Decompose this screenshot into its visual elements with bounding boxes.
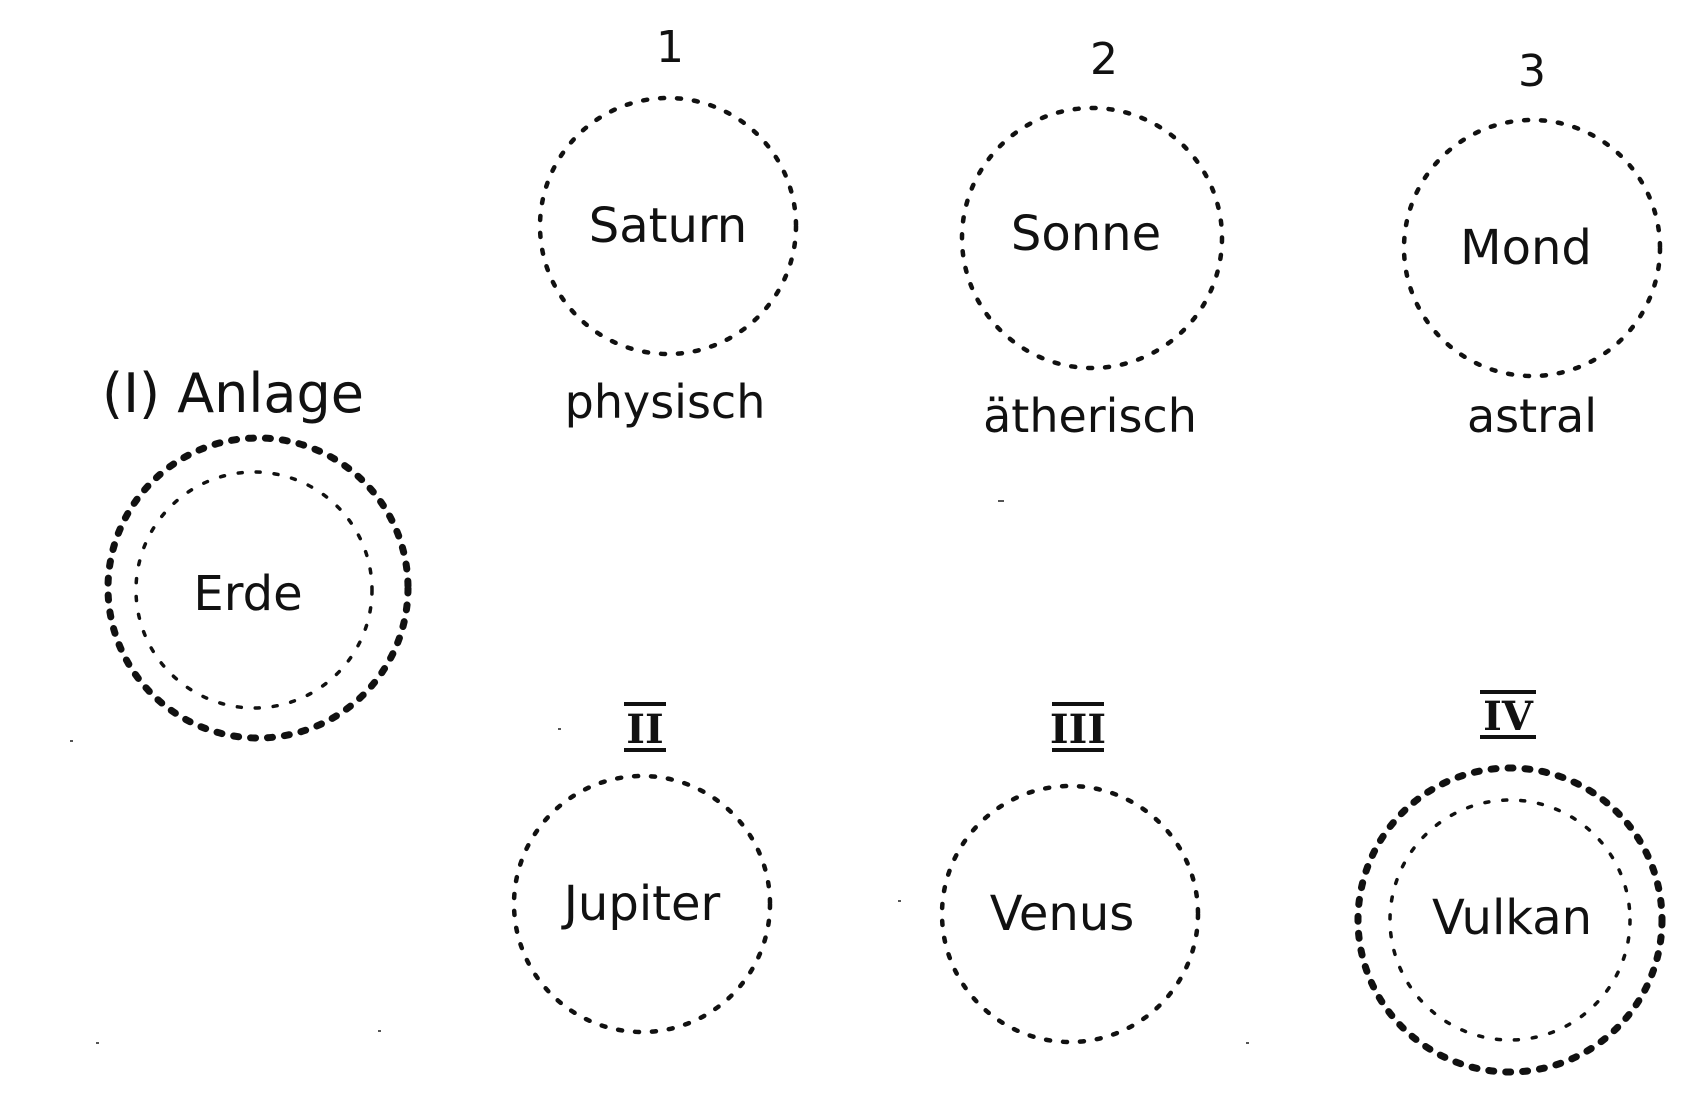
roman-numeral-iv: IV — [1483, 693, 1534, 740]
earth-group: (I) Anlage Erde — [102, 362, 412, 742]
speck — [70, 740, 73, 742]
saturn-quality: physisch — [565, 375, 766, 429]
saturn-ring — [537, 95, 799, 357]
roman-numeral-ii: II — [626, 706, 663, 753]
jupiter-label: Jupiter — [561, 876, 721, 932]
mond-ring — [1401, 117, 1663, 379]
sonne-ring — [959, 105, 1225, 371]
speck — [998, 500, 1004, 502]
mond-label: Mond — [1460, 220, 1592, 276]
jupiter-ring — [511, 773, 773, 1035]
anlage-label: (I) Anlage — [102, 362, 364, 425]
earth-outer-ring — [104, 434, 412, 742]
stage-venus: III Venus — [939, 702, 1201, 1045]
earth-inner-ring — [134, 470, 374, 710]
stage-jupiter: II Jupiter — [511, 702, 773, 1035]
stage-vulkan: IV Vulkan — [1354, 690, 1666, 1076]
speck — [898, 900, 901, 902]
stage-number-2: 2 — [1090, 34, 1118, 85]
stage-saturn: 1 Saturn physisch — [537, 22, 799, 429]
saturn-label: Saturn — [589, 198, 747, 254]
stage-mond: 3 Mond astral — [1401, 46, 1663, 443]
stage-number-3: 3 — [1518, 46, 1546, 97]
speck — [1246, 1042, 1249, 1044]
sonne-quality: ätherisch — [983, 389, 1197, 443]
vulkan-inner-ring — [1388, 798, 1632, 1042]
speck — [96, 1042, 99, 1044]
stage-sonne: 2 Sonne ätherisch — [959, 34, 1225, 443]
sonne-label: Sonne — [1011, 206, 1161, 262]
speck — [378, 1030, 381, 1032]
stage-number-1: 1 — [656, 22, 684, 73]
roman-numeral-iii: III — [1050, 706, 1106, 753]
venus-ring — [939, 783, 1201, 1045]
vulkan-outer-ring — [1354, 764, 1666, 1076]
vulkan-label: Vulkan — [1432, 890, 1592, 946]
speck — [558, 728, 561, 730]
venus-label: Venus — [990, 886, 1135, 942]
mond-quality: astral — [1467, 389, 1597, 443]
scan-specks — [70, 500, 1249, 1044]
earth-label: Erde — [193, 566, 302, 622]
